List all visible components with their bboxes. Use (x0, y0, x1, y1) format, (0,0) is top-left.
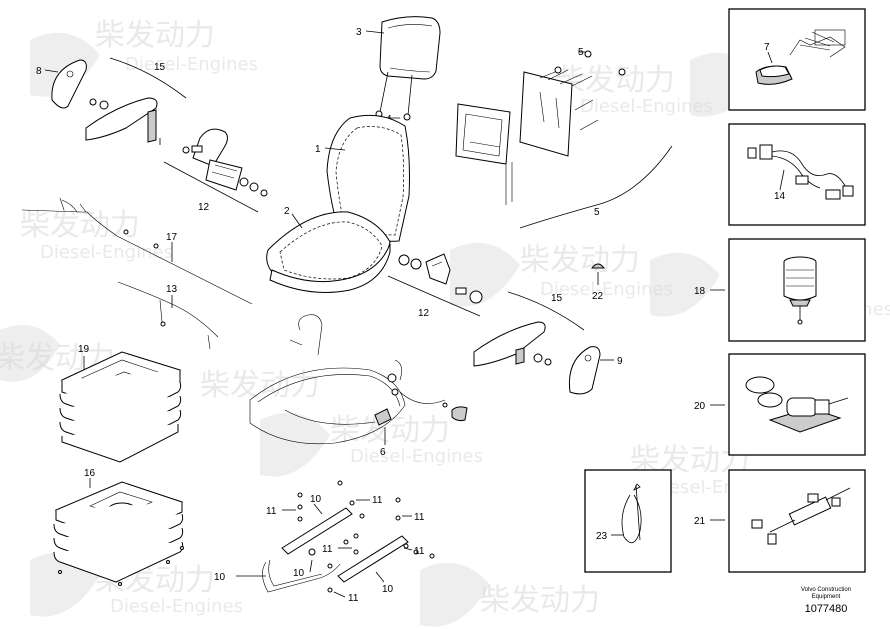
pump-motor-icon (745, 376, 849, 433)
detail-box-20[interactable]: 20 (694, 353, 866, 456)
cap-22-part[interactable]: 22 (590, 263, 606, 302)
sensor-pad-icon (755, 29, 846, 85)
suspension-16-part[interactable]: 16 (53, 468, 184, 586)
leader-10-c (375, 571, 385, 583)
leader-14 (779, 169, 785, 191)
suspension-19-part[interactable]: 19 (59, 344, 182, 463)
watermark-en-6: Diesel-Engines (350, 446, 483, 467)
leader-2 (291, 213, 303, 229)
seatbelt-right-group[interactable]: 12 (387, 253, 483, 319)
leader-8 (44, 69, 59, 73)
callout-17[interactable]: 17 (166, 232, 178, 243)
callout-13[interactable]: 13 (166, 284, 178, 295)
callout-21[interactable]: 21 (694, 516, 706, 527)
detail-box-23[interactable]: 23 (584, 469, 672, 573)
callout-15-left[interactable]: 15 (154, 62, 166, 73)
watermark-en-4: Diesel-Engines (40, 242, 173, 263)
cable-17-part[interactable]: 17 (21, 197, 253, 305)
leader-11-f (333, 591, 346, 598)
group-bracket-12-left (163, 161, 259, 213)
callout-10-b[interactable]: 10 (310, 494, 322, 505)
callout-11-a[interactable]: 11 (266, 506, 277, 517)
watermark-logo-icon (0, 32, 760, 627)
callout-23[interactable]: 23 (596, 531, 608, 542)
watermark-en-1: Diesel-Engines (125, 54, 258, 75)
seat-frame-part[interactable] (249, 314, 468, 445)
callout-11-c[interactable]: 11 (414, 512, 425, 523)
seat-cushion-part[interactable]: 2 (266, 206, 391, 293)
callout-11-b[interactable]: 11 (372, 495, 383, 506)
publisher-label: Volvo Construction Equipment (780, 587, 872, 601)
watermark-cn-9: 柴发动力 (480, 583, 600, 618)
leader-10-d (309, 559, 313, 573)
cable-tie-icon (621, 483, 642, 544)
callout-11-f[interactable]: 11 (348, 593, 359, 604)
leader-3 (365, 30, 385, 34)
watermark-cn-4: 柴发动力 (20, 208, 140, 243)
filter-cartridge-icon (783, 256, 817, 325)
callout-5-top[interactable]: 5 (578, 47, 584, 58)
armrest-right-group[interactable]: 9 15 (473, 291, 623, 395)
group-bracket-15-left (109, 57, 187, 99)
callout-9[interactable]: 9 (617, 356, 623, 367)
watermark-en-8: Diesel-Engines (110, 596, 243, 617)
detail-frame (584, 469, 672, 573)
group-bracket-5 (519, 145, 673, 229)
leader-10-b (313, 503, 323, 515)
callout-10-d[interactable]: 10 (293, 568, 305, 579)
gas-spring-icon (751, 487, 851, 545)
detail-box-21[interactable]: 21 (694, 469, 866, 573)
callout-8[interactable]: 8 (36, 66, 42, 77)
publisher-line-1: Volvo Construction (800, 587, 852, 593)
cable-13-part[interactable]: 13 (117, 281, 219, 350)
callout-5[interactable]: 5 (594, 207, 600, 218)
callout-19[interactable]: 19 (78, 344, 90, 355)
callout-7[interactable]: 7 (764, 42, 770, 53)
detail-frame (728, 123, 866, 226)
watermark-en-3: Diesel-Engines (580, 96, 713, 117)
armrest-left-group[interactable]: 8 15 (36, 57, 187, 145)
callout-12-left[interactable]: 12 (198, 202, 210, 213)
group-bracket-15-right (507, 291, 585, 331)
leader-7 (767, 51, 773, 64)
leader-11-e (403, 547, 413, 551)
callout-14[interactable]: 14 (774, 191, 786, 202)
detail-box-7[interactable]: 7 (728, 8, 866, 111)
callout-22[interactable]: 22 (592, 291, 604, 302)
callout-20[interactable]: 20 (694, 401, 706, 412)
group-bracket-12-right (387, 275, 481, 317)
detail-frame (728, 8, 866, 111)
detail-box-18[interactable]: 18 (694, 238, 866, 342)
watermark-cn-3: 柴发动力 (555, 63, 675, 98)
mounting-plate-5-part[interactable]: 5 5 (455, 47, 673, 229)
seat-bracket-6-part[interactable]: 6 (374, 408, 392, 458)
callout-11-e[interactable]: 11 (414, 546, 425, 557)
callout-11-d[interactable]: 11 (322, 544, 333, 555)
callout-2[interactable]: 2 (284, 206, 290, 217)
callout-16[interactable]: 16 (84, 468, 96, 479)
callout-1[interactable]: 1 (315, 144, 321, 155)
callout-15-right[interactable]: 15 (551, 293, 563, 304)
illustration-number: 1077480 (804, 603, 848, 615)
callout-12-right[interactable]: 12 (418, 308, 430, 319)
seatbelt-left-group[interactable]: 12 (163, 128, 268, 213)
headrest-part[interactable]: 3 4 (356, 16, 441, 125)
callout-18[interactable]: 18 (694, 286, 706, 297)
slide-rails-group[interactable]: 10 10 10 10 11 11 11 11 11 11 (214, 480, 435, 604)
leader-1 (324, 147, 346, 151)
watermark-cn-1: 柴发动力 (95, 18, 215, 53)
callout-10-a[interactable]: 10 (214, 572, 226, 583)
watermark-cn-2: 柴发动力 (520, 243, 640, 278)
watermark-en-2: Diesel-Engines (540, 279, 673, 300)
publisher-line-2: Equipment (811, 594, 841, 600)
callout-3[interactable]: 3 (356, 27, 362, 38)
detail-box-14[interactable]: 14 (728, 123, 866, 226)
callout-6[interactable]: 6 (380, 447, 386, 458)
wiring-harness-icon (747, 144, 854, 200)
callout-10-c[interactable]: 10 (382, 584, 394, 595)
